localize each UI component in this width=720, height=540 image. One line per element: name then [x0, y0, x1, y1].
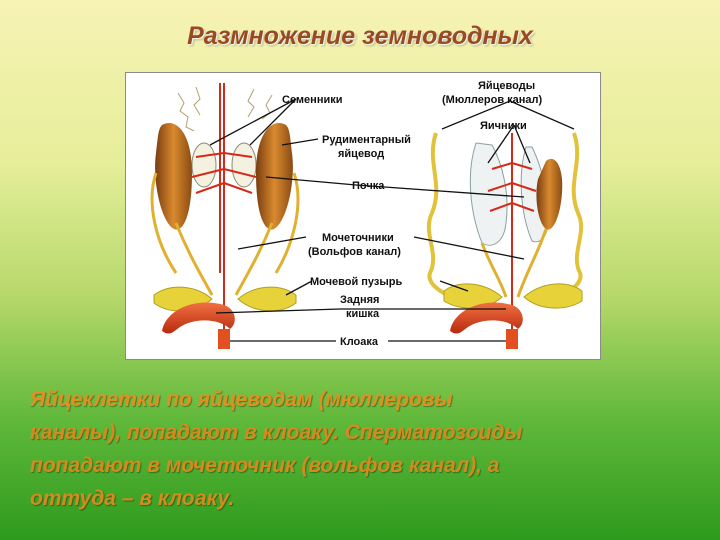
caption-line-4: оттуда – в клоаку.	[30, 487, 235, 510]
leader-lines	[209, 98, 575, 342]
anatomy-figure: Семенники Рудиментарный яйцевод Почка Мо…	[125, 72, 601, 360]
caption-line-1: Яйцеклетки по яйцеводам (мюллеровы	[30, 388, 453, 411]
hindgut-female	[450, 302, 523, 334]
ureters-female	[480, 228, 548, 298]
kidney-female-right	[536, 158, 563, 230]
ureters-male	[150, 172, 300, 296]
label-cloaca: Клоака	[340, 336, 379, 348]
blood-vessels-male	[191, 83, 257, 341]
hindgut-male	[162, 302, 235, 334]
figure-labels: Семенники Рудиментарный яйцевод Почка Мо…	[282, 80, 543, 348]
caption-text: Яйцеклетки по яйцеводам (мюллеровы канал…	[30, 383, 700, 515]
caption-line-2: каналы), попадают в клоаку. Сперматозоид…	[30, 421, 523, 444]
label-hindgut-2: кишка	[346, 308, 380, 320]
label-rudimentary-oviduct-2: яйцевод	[338, 148, 384, 160]
bladder-male-right	[237, 286, 297, 312]
label-oviducts-2: (Мюллеров канал)	[442, 94, 543, 106]
testis-right	[231, 142, 257, 188]
fat-bodies-male	[177, 86, 273, 132]
label-bladder: Мочевой пузырь	[310, 276, 402, 288]
bladder-female-left	[443, 283, 503, 309]
female-system	[426, 132, 584, 349]
label-oviducts-1: Яйцеводы	[478, 80, 535, 92]
caption-line-3: попадают в мочеточник (вольфов канал), а	[30, 454, 500, 477]
label-ureters-1: Мочеточники	[322, 232, 394, 244]
label-rudimentary-oviduct-1: Рудиментарный	[322, 134, 411, 146]
cloaca-male	[218, 329, 230, 349]
kidney-male-left	[155, 123, 192, 230]
label-ureters-2: (Вольфов канал)	[308, 246, 401, 258]
label-kidney: Почка	[352, 180, 385, 192]
slide-title: Размножение земноводных	[187, 22, 533, 50]
kidney-male-right	[256, 123, 293, 230]
label-testes: Семенники	[282, 94, 343, 106]
male-system	[150, 83, 300, 349]
cloaca-female	[506, 329, 518, 349]
label-hindgut-1: Задняя	[340, 294, 379, 306]
urogenital-diagram: Семенники Рудиментарный яйцевод Почка Мо…	[150, 80, 584, 349]
label-ovaries: Яичники	[480, 120, 527, 132]
bladder-female-right	[523, 283, 583, 309]
testis-left	[191, 142, 217, 188]
